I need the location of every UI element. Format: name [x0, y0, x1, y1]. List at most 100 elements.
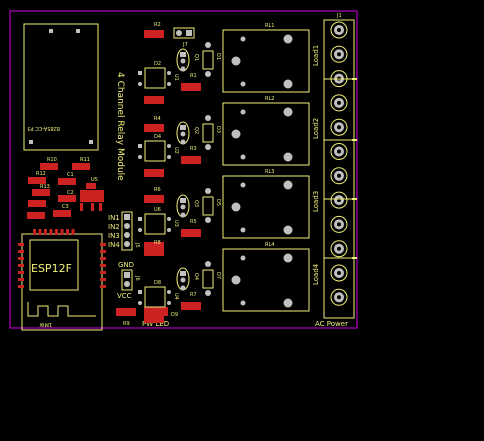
resistor-label: R1	[190, 73, 197, 79]
transistor-pad	[180, 285, 186, 291]
opto-pad	[167, 155, 171, 159]
relay-pin	[240, 255, 246, 261]
antenna-label: 1MW	[40, 321, 52, 327]
opto-pad	[138, 290, 142, 294]
r12-label: R12	[36, 171, 46, 177]
diode-body	[202, 50, 214, 70]
transistor-pad	[180, 277, 186, 283]
terminal-ring	[330, 118, 348, 136]
opto-label: U1	[173, 74, 179, 81]
relay-body	[222, 102, 310, 166]
diode-pad	[205, 261, 211, 267]
esp-right-pin	[100, 264, 106, 267]
board-title: 4 Channel Relay Module	[115, 72, 125, 181]
esp-right-pin	[100, 285, 106, 288]
relay-pin	[231, 129, 241, 139]
diode-pad	[205, 71, 211, 77]
terminal-hole	[337, 271, 341, 275]
relay-body	[222, 175, 310, 239]
terminal-hole	[337, 149, 341, 154]
opto-pad	[138, 301, 142, 305]
terminal-hole	[337, 52, 341, 57]
diode-pad	[205, 144, 211, 150]
transistor-pad	[180, 271, 186, 276]
edge-mark	[352, 198, 357, 200]
esp-top-pin	[60, 229, 64, 235]
esp-chip-label: ESP12F	[31, 262, 72, 275]
in1-label: IN1	[108, 214, 120, 222]
c1-label: C1	[67, 172, 74, 178]
edge-mark	[352, 257, 357, 259]
terminal-ring	[330, 94, 348, 112]
esp-top-pin	[55, 229, 58, 235]
terminal-hole	[337, 222, 341, 227]
led-pad	[144, 169, 164, 177]
terminal-ring	[330, 45, 348, 63]
jumper-j7: J7	[173, 27, 195, 48]
opto-pad	[167, 228, 171, 232]
esp-right-pin	[100, 271, 106, 274]
relay-ref-label: RL3	[265, 169, 274, 175]
optocoupler-body	[144, 213, 166, 235]
esp-left-pin	[18, 285, 24, 288]
diode-pad	[205, 217, 211, 223]
diode-pad	[205, 115, 211, 121]
opto-label: U2	[173, 147, 179, 154]
esp-top-pin	[38, 229, 42, 235]
esp-right-pin	[100, 257, 106, 260]
terminal-block-j1: J1 AC Power	[315, 13, 355, 328]
relay-pin	[283, 298, 293, 308]
load-label: Load2	[312, 118, 320, 139]
diode-pad	[205, 42, 211, 48]
optocoupler-body	[144, 286, 166, 308]
transistor-pad	[180, 139, 186, 145]
relay-ref-label: RL4	[265, 242, 274, 248]
left-smd-cluster: R10 R11 R12 C1 R13 C2 C3 U5	[27, 157, 104, 219]
relay-pin	[283, 34, 293, 44]
led-label: D8	[154, 280, 161, 286]
esp-left-pin	[18, 264, 24, 267]
esp-left-pin	[18, 257, 24, 260]
opto-label: U4	[173, 293, 179, 300]
esp-top-pin	[66, 229, 69, 235]
transistor-label: Q1	[193, 54, 199, 61]
diode-label: D3	[215, 126, 221, 133]
opto-pad	[167, 144, 171, 148]
transistor-label: Q4	[193, 273, 199, 280]
load-label: Load3	[312, 191, 320, 212]
u5-label: U5	[91, 177, 98, 183]
terminal-hole	[337, 100, 341, 105]
diode-body	[202, 269, 214, 289]
transistor-pad	[180, 66, 186, 72]
opto-pad	[138, 82, 142, 86]
relay-body	[222, 248, 310, 312]
ac-power-label: AC Power	[315, 320, 348, 328]
opto-pad	[167, 290, 171, 294]
led-pad	[144, 96, 164, 104]
r9-label: R9	[123, 321, 130, 327]
transistor-pad	[180, 125, 186, 130]
opto-pad	[138, 144, 142, 148]
opto-pad	[138, 217, 142, 221]
relay-pin	[283, 107, 293, 117]
led-label: D4	[154, 134, 161, 140]
diode-body	[202, 123, 214, 143]
edge-mark	[352, 78, 357, 80]
j6-label: J6	[134, 275, 140, 281]
transistor-pad	[180, 198, 186, 203]
relay-body	[222, 29, 310, 93]
opto-pad	[167, 217, 171, 221]
resistor-pad	[144, 30, 164, 38]
resistor-label: R3	[190, 146, 197, 152]
transistor-label: Q3	[193, 200, 199, 207]
relay-pin	[283, 152, 293, 162]
input-header: IN1 IN2 IN3 IN4 J5 GND J6 VCC	[108, 211, 140, 300]
diode-pad	[205, 188, 211, 194]
terminal-hole	[337, 246, 341, 251]
resistor-pad	[144, 124, 164, 132]
module-text: 8285A-CC P3	[27, 125, 60, 131]
in3-label: IN3	[108, 232, 120, 240]
relay-pin	[283, 180, 293, 190]
board-outline	[9, 10, 358, 329]
